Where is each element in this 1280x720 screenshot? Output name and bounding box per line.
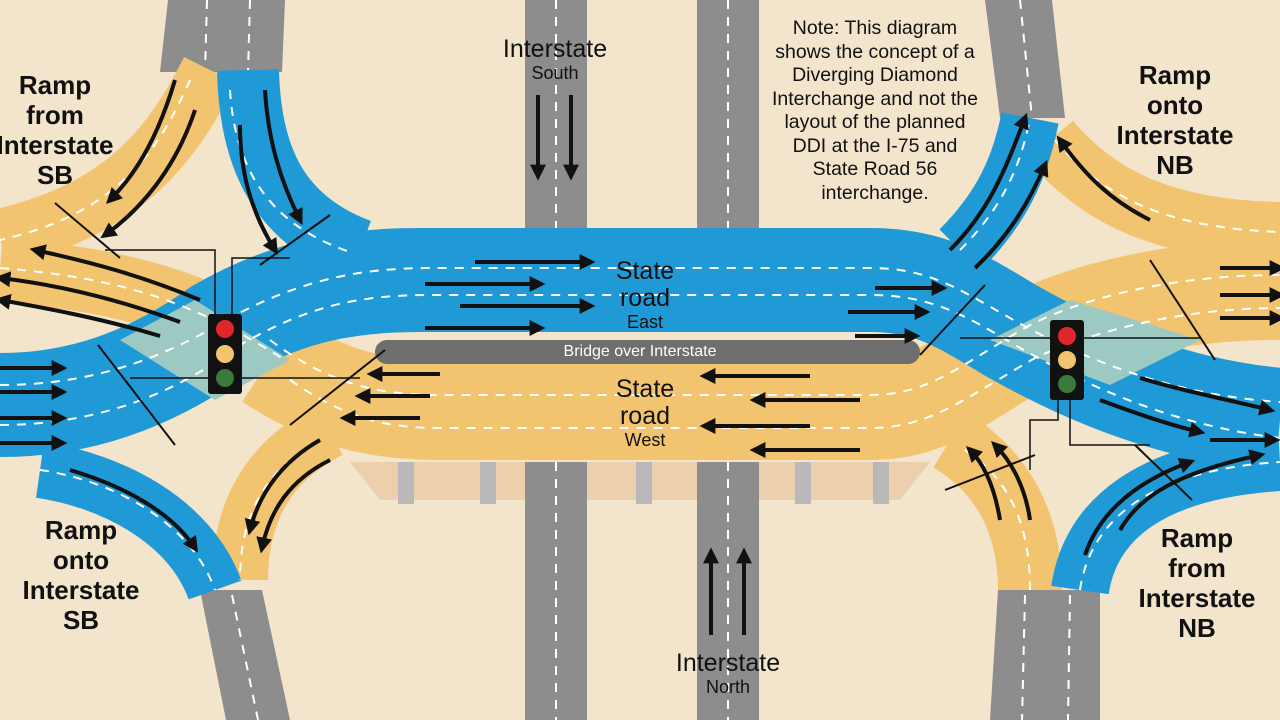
bridge-underside <box>350 462 930 504</box>
label-ramp-from-interstate-nb: Ramp from Interstate NB <box>1138 523 1256 643</box>
direction-arrows <box>0 79 1280 635</box>
label-ramp-onto-interstate-sb: Ramp onto Interstate SB <box>22 515 140 635</box>
label-interstate-north: Interstate North <box>675 649 781 698</box>
lane-markings <box>0 79 1280 591</box>
diagram-note: Note: This diagram shows the concept of … <box>772 17 978 204</box>
bridge-deck <box>375 340 920 364</box>
local-road-stubs <box>160 0 1100 720</box>
traffic-signal-east <box>1050 320 1084 400</box>
label-interstate-south: Interstate South <box>502 35 608 84</box>
interstate-roadway <box>525 0 759 720</box>
signal-wires <box>105 249 1200 470</box>
label-bridge: Bridge over Interstate <box>563 343 717 360</box>
label-state-road-west: State road West <box>615 375 675 451</box>
traffic-signal-west <box>208 314 242 394</box>
crossover-zones <box>120 300 1200 400</box>
label-ramp-from-interstate-sb: Ramp from Interstate SB <box>0 70 114 190</box>
label-ramp-onto-interstate-nb: Ramp onto Interstate NB <box>1116 60 1234 180</box>
label-state-road-east: State road East <box>615 257 675 333</box>
